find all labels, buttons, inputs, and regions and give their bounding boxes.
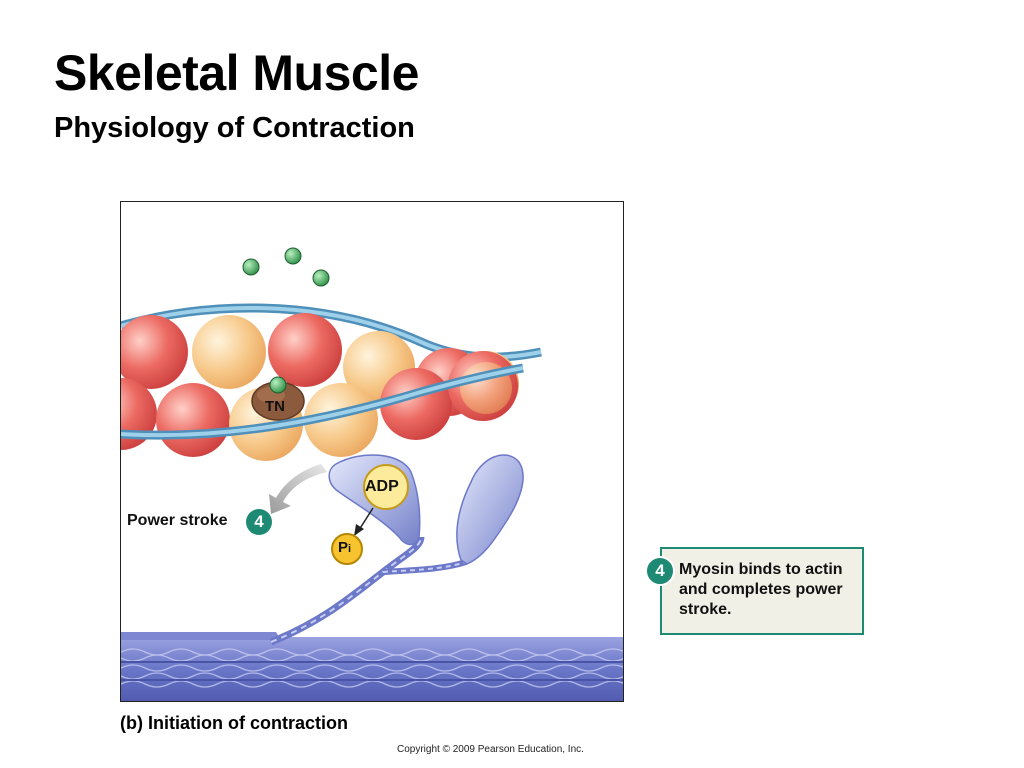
- phosphate-label-main: P: [338, 539, 349, 556]
- calcium-ion: [242, 258, 260, 276]
- phosphate-label-sub: i: [348, 543, 352, 555]
- calcium-ions: [242, 247, 330, 287]
- calcium-ion: [312, 269, 330, 287]
- muscle-diagram: [121, 247, 623, 701]
- copyright-notice: Copyright © 2009 Pearson Education, Inc.: [397, 744, 584, 755]
- adp-molecule: [363, 464, 409, 510]
- actin-bead: [156, 383, 230, 457]
- step-badge: 4: [645, 556, 675, 586]
- myosin-head-free: [456, 454, 524, 565]
- power-stroke-arrow: [269, 464, 327, 514]
- power-stroke-label: Power stroke: [127, 512, 228, 529]
- troponin-label: TN: [265, 398, 285, 415]
- adp-label: ADP: [365, 478, 399, 495]
- slide-subtitle: Physiology of Contraction: [54, 112, 415, 144]
- phosphate-molecule: [331, 533, 363, 565]
- calcium-ion: [284, 247, 302, 265]
- slide-title: Skeletal Muscle: [54, 45, 419, 101]
- step-description-box: [660, 547, 864, 635]
- thick-filament: [121, 637, 623, 701]
- actin-bead: [304, 383, 378, 457]
- actin-bead: [268, 313, 342, 387]
- phosphate-label: Pi: [338, 539, 351, 556]
- bound-calcium-ion: [269, 376, 287, 394]
- contraction-figure: Power stroke 4 TN ADP Pi: [120, 201, 624, 702]
- myosin-tail: [269, 536, 467, 646]
- figure-caption: (b) Initiation of contraction: [120, 713, 348, 733]
- step-description-text: Myosin binds to actin and completes powe…: [679, 561, 843, 618]
- step-number-badge: 4: [246, 509, 272, 535]
- pi-release-arrow: [358, 507, 374, 531]
- actin-bead: [121, 315, 188, 389]
- actin-bead: [192, 315, 266, 389]
